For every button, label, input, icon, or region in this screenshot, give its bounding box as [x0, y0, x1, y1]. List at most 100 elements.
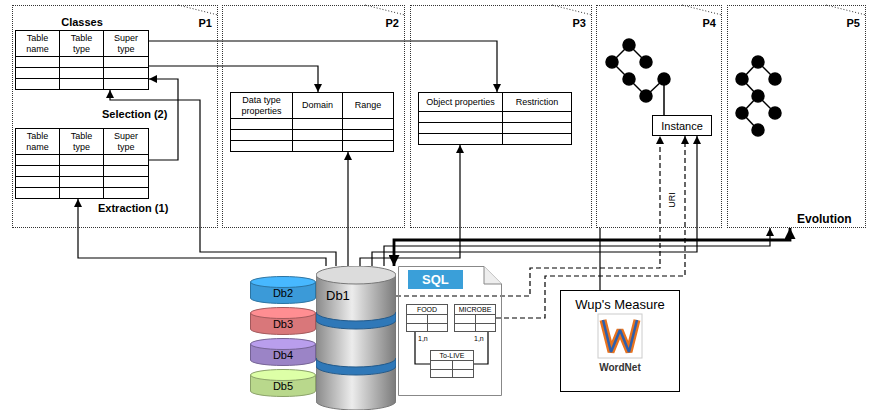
mini-table-name: FOOD: [407, 305, 447, 314]
measure-text: Wup's Measure: [561, 297, 679, 312]
graph-node: [623, 39, 635, 51]
column-header: Object properties: [419, 93, 503, 111]
schema-table: Data type propertiesDomainRange: [230, 92, 394, 152]
graph-node: [736, 107, 748, 119]
column-header: Data type properties: [231, 93, 293, 118]
panel-number: P1: [199, 17, 212, 29]
graph-node: [736, 73, 748, 85]
graph-node: [658, 73, 670, 85]
mini-table: FOOD: [406, 304, 448, 332]
annotation-label: Extraction (1): [98, 202, 168, 214]
stack-band: [316, 358, 396, 375]
column-header: Restriction: [503, 93, 571, 111]
database-label: Db4: [273, 343, 293, 361]
connector: [394, 228, 790, 266]
table-col-line: [475, 314, 476, 331]
graph-node: [640, 90, 652, 102]
table-row-line: [16, 78, 148, 79]
database-cylinder: Db4: [250, 338, 316, 366]
process-panel: P5: [727, 5, 866, 228]
column-header: Super type: [104, 31, 148, 56]
connector: [316, 136, 660, 296]
column-header: Range: [343, 93, 393, 118]
table-row-line: [16, 56, 148, 57]
table-col-line: [103, 154, 104, 198]
table-row-line: [16, 154, 148, 155]
database-stack: Db1: [316, 266, 396, 410]
graph-node: [623, 73, 635, 85]
logo-w-inner: [603, 320, 637, 352]
connector: [415, 332, 430, 364]
connector: [599, 228, 600, 290]
table-row-line: [16, 187, 148, 188]
edge-label: Evolution: [797, 212, 852, 226]
graph-node: [769, 107, 781, 119]
ontology-graph: [606, 39, 670, 115]
graph-node: [640, 56, 652, 68]
database-label: Db3: [273, 312, 293, 330]
cylinder-top: [251, 339, 316, 350]
table-col-line: [427, 314, 428, 331]
panel-fold: [682, 5, 722, 15]
panel-fold: [365, 5, 405, 15]
column-header: Table name: [16, 129, 60, 154]
evolved-ontology-graph: [736, 56, 781, 136]
table-col-line: [452, 360, 453, 377]
annotation-label: URI: [667, 192, 677, 208]
table-row-line: [16, 165, 148, 166]
schema-table: Table nameTable typeSuper type: [15, 128, 149, 199]
table-row-line: [231, 129, 393, 130]
connector: [78, 199, 326, 266]
column-header: Table name: [16, 31, 60, 56]
table-row-line: [231, 140, 393, 141]
table-row-line: [419, 133, 571, 134]
schema-table: ClassesTable nameTable typeSuper type: [15, 30, 149, 90]
mini-table-name: To-LIVE: [431, 351, 473, 360]
cylinder-top: [251, 277, 316, 288]
panel-fold: [826, 5, 866, 15]
table-col-line: [103, 56, 104, 89]
database-cylinder: Db3: [250, 307, 316, 335]
column-header: Table type: [60, 31, 104, 56]
table-heading: Classes: [16, 16, 148, 28]
annotation-label: Selection (2): [102, 108, 167, 120]
graph-node: [769, 73, 781, 85]
connector: [474, 332, 488, 364]
logo-frame: [598, 314, 642, 358]
logo-w: [603, 320, 637, 352]
mini-table: MICROBE: [454, 304, 496, 332]
box-label: Instance: [656, 118, 708, 134]
panel-fold: [552, 5, 592, 15]
database-stack-shape: [316, 266, 396, 410]
measure-box: Wup's MeasureWordNet: [560, 290, 680, 392]
schema-table: Object propertiesRestriction: [418, 92, 572, 145]
panel-number: P5: [847, 17, 860, 29]
table-row-line: [419, 111, 571, 112]
sql-document: SQL FOOD MICROBE To-LIVE: [398, 266, 502, 396]
table-col-line: [59, 56, 60, 89]
sql-banner: SQL: [408, 270, 463, 289]
stack-top: [316, 266, 396, 284]
database-cylinder: Db2: [250, 276, 316, 304]
table-col-line: [292, 118, 293, 151]
stack-body: [316, 275, 396, 410]
mini-table-name: MICROBE: [455, 305, 495, 314]
graph-node: [752, 90, 764, 102]
table-row-line: [419, 122, 571, 123]
database-label: Db2: [273, 281, 293, 299]
table-row-line: [231, 118, 393, 119]
panel-fold: [178, 5, 218, 15]
process-panel: P3Object propertiesRestriction: [410, 5, 592, 228]
table-row-line: [16, 67, 148, 68]
cylinder-top: [251, 308, 316, 319]
connector: [347, 152, 348, 266]
cylinder-top: [251, 370, 316, 381]
database-label: Db5: [273, 374, 293, 392]
graph-node: [606, 56, 618, 68]
connector: [149, 41, 497, 92]
table-col-line: [502, 111, 503, 144]
table-col-line: [342, 118, 343, 151]
wordnet-logo: [598, 314, 642, 358]
document-outline: [399, 267, 502, 396]
